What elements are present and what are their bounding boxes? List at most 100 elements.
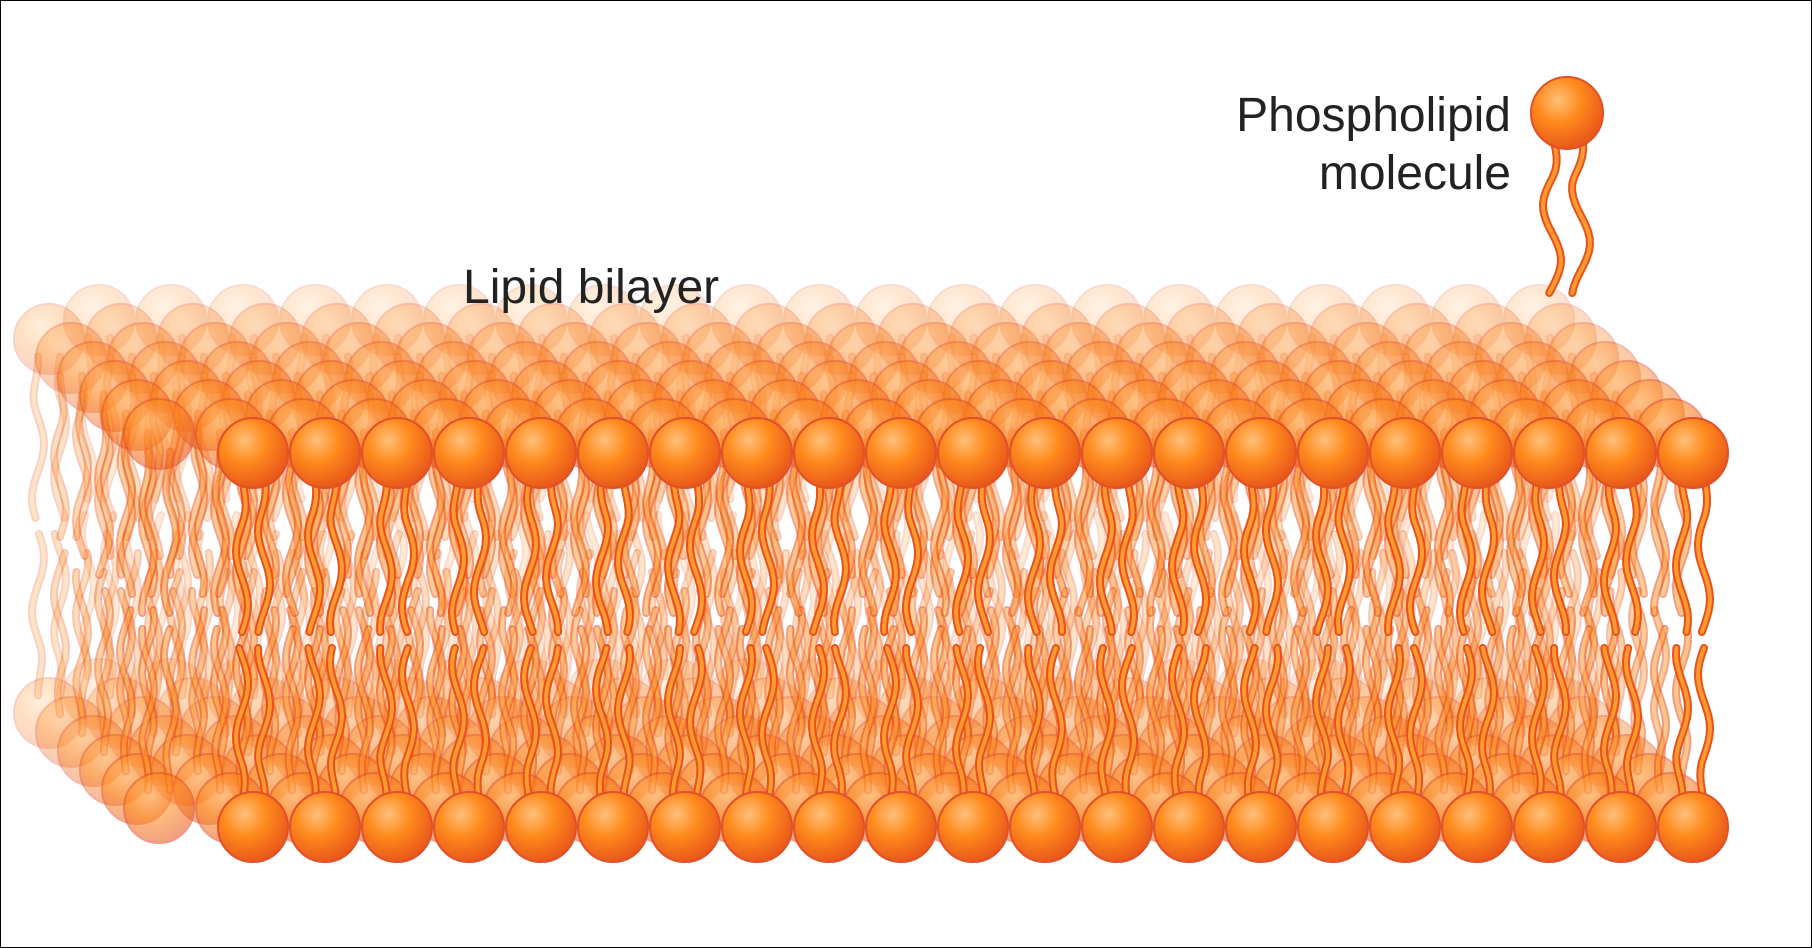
legend-molecule [1530,76,1604,297]
lipid-tail [116,428,136,598]
phospholipid-head-bottom [1225,791,1297,863]
phospholipid-head-top [123,398,195,470]
lipid-tail [974,644,994,814]
lipid-tail [1312,466,1332,636]
lipid-tail [642,625,662,795]
phospholipid-head-bottom [1441,791,1513,863]
phospholipid-column [1225,417,1297,863]
lipid-tail [188,587,208,757]
phospholipid-head-bottom [1153,791,1225,863]
lipid-tail [50,530,70,700]
lipid-tail [1180,530,1200,700]
lipid-tail [1456,625,1476,795]
lipid-tail [210,447,230,617]
lipid-tail [1412,606,1432,776]
lipid-tail [1694,644,1714,814]
lipid-tail [1046,466,1066,636]
phospholipid-head-top [361,417,433,489]
phospholipid-label-line1: Phospholipid [1236,89,1511,142]
lipid-tail [160,625,180,795]
phospholipid-column [1153,417,1225,863]
lipid-tail [282,606,302,776]
lipid-tail [1512,549,1532,719]
phospholipid-column [1513,417,1585,863]
lipid-tail [1694,466,1714,636]
lipid-tail [470,644,490,814]
lipid-tail [1434,625,1454,795]
lipid-tail [686,466,706,636]
phospholipid-head-bottom [1297,791,1369,863]
lipid-tail [758,466,778,636]
phospholipid-column [1369,417,1441,863]
phospholipid-head-top [1081,417,1153,489]
lipid-tail [1578,606,1598,776]
lipid-tail [50,549,70,719]
phospholipid-head-top [1225,417,1297,489]
lipid-tail [1002,447,1022,617]
phospholipid-head-top [1153,417,1225,489]
lipid-tail [1362,625,1382,795]
phospholipid-column [865,417,937,863]
phospholipid-head-top [1369,417,1441,489]
phospholipid-column [1297,417,1369,863]
lipid-tail [210,606,230,776]
lipid-tail [542,466,562,636]
lipid-tail [244,530,264,700]
lipid-tail [520,466,540,636]
lipid-tail [974,466,994,636]
lipid-tail [1672,625,1692,795]
lipid-tail [570,447,590,617]
lipid-tail [1190,466,1210,636]
lipid-tail [1024,644,1044,814]
lipid-tail [692,606,712,776]
lipid-tail [426,606,446,776]
lipid-tail [166,587,186,757]
lipid-tail [858,606,878,776]
lipid-tail [94,587,114,757]
phospholipid-head-top [1513,417,1585,489]
lipid-tail [376,625,396,795]
phospholipid-head-bottom [865,791,937,863]
lipid-bilayer-illustration [13,284,1729,863]
lipid-tail [1484,587,1504,757]
lipid-tail [1218,606,1238,776]
lipid-tail [1578,447,1598,617]
lipid-tail [714,625,734,795]
lipid-tail [448,644,468,814]
phospholipid-column [1657,417,1729,863]
phospholipid-head-top [1657,417,1729,489]
lipid-tail [294,511,314,681]
lipid-tail [354,625,374,795]
lipid-tail [614,466,634,636]
lipid-tail [326,466,346,636]
lipid-tail [282,625,302,795]
lipid-tail [1406,466,1426,636]
lipid-tail [1024,625,1044,795]
lipid-tail [1312,625,1332,795]
lipid-tail [1362,447,1382,617]
lipid-tail [498,625,518,795]
lipid-tail [736,644,756,814]
lipid-tail [1672,644,1692,814]
lipid-tail [1096,466,1116,636]
lipid-tail [1146,447,1166,617]
lipid-bilayer-label: Lipid bilayer [463,261,720,314]
lipid-tail [664,625,684,795]
lipid-tail [1290,447,1310,617]
lipid-tail [50,371,70,541]
lipid-tail [930,625,950,795]
lipid-tail [714,447,734,617]
phospholipid-column [1081,417,1153,863]
lipid-tail [100,530,120,700]
phospholipid-head-bottom [1585,791,1657,863]
lipid-tail [1168,625,1188,795]
phospholipid-head-bottom [649,791,721,863]
phospholipid-head-top [865,417,937,489]
phospholipid-head-bottom [1081,791,1153,863]
lipid-tail [282,447,302,617]
lipid-tail [426,625,446,795]
phospholipid-head-bottom [361,791,433,863]
phospholipid-column [1441,417,1513,863]
lipid-tail [232,466,252,636]
